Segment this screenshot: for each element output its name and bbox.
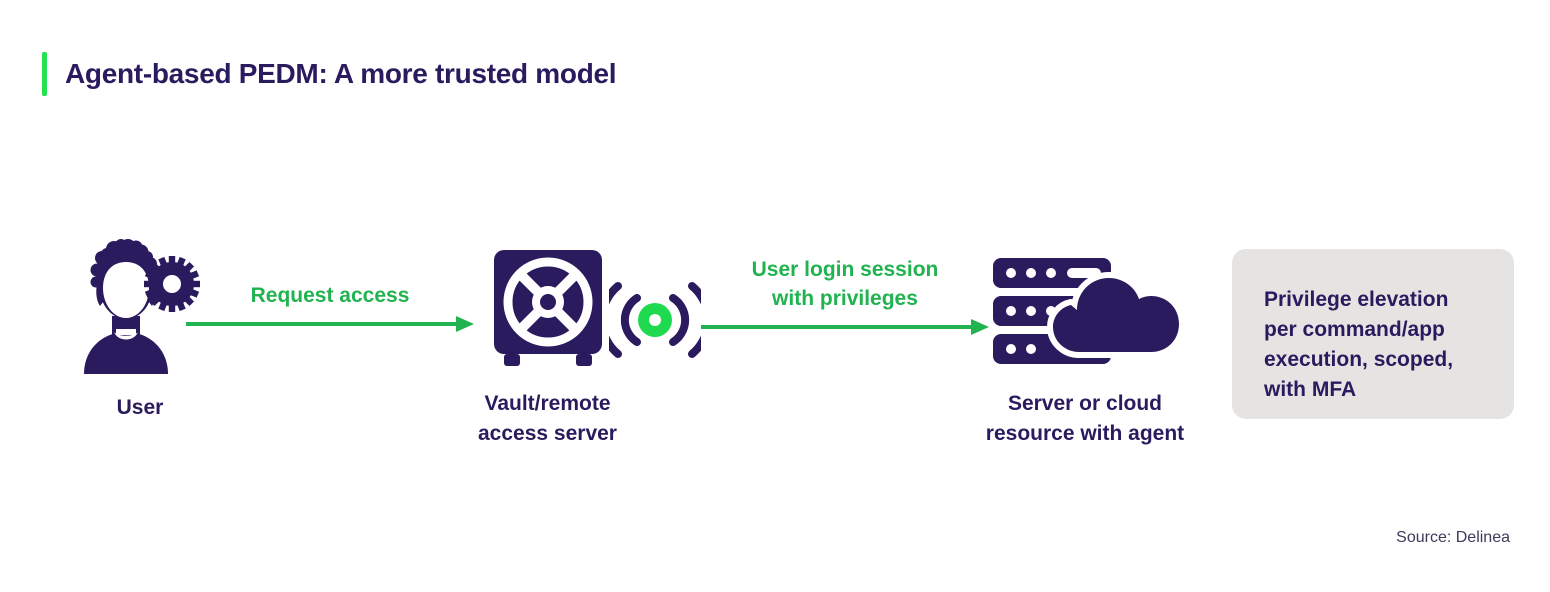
callout-text: Privilege elevation per command/app exec… <box>1264 288 1454 401</box>
arrow-user-login-session-label: User login session with privileges <box>751 258 939 310</box>
arrow-request-access: Request access <box>186 281 474 332</box>
page-title: Agent-based PEDM: A more trusted model <box>42 52 617 96</box>
arrow-right-icon <box>186 316 474 332</box>
node-vault: Vault/remote access server <box>455 248 640 449</box>
node-server-cloud: Server or cloud resource with agent <box>960 252 1210 449</box>
node-user-label: User <box>116 396 164 419</box>
source-attribution: Source: Delinea <box>1396 529 1510 546</box>
server-cloud-icon <box>985 252 1185 377</box>
user-with-gear-icon <box>76 236 204 381</box>
vault-safe-icon <box>488 248 608 377</box>
arrow-right-icon-2 <box>701 319 989 335</box>
node-server-cloud-label: Server or cloud resource with agent <box>985 392 1185 445</box>
page-title-text: Agent-based PEDM: A more trusted model <box>65 58 617 89</box>
node-vault-label: Vault/remote access server <box>478 392 617 445</box>
title-accent-bar <box>42 52 47 96</box>
node-user: User <box>40 236 240 423</box>
arrow-user-login-session: User login session with privileges <box>700 255 990 335</box>
callout-box: Privilege elevation per command/app exec… <box>1232 249 1514 419</box>
arrow-request-access-label: Request access <box>250 284 410 307</box>
wireless-signal-icon <box>598 278 712 367</box>
